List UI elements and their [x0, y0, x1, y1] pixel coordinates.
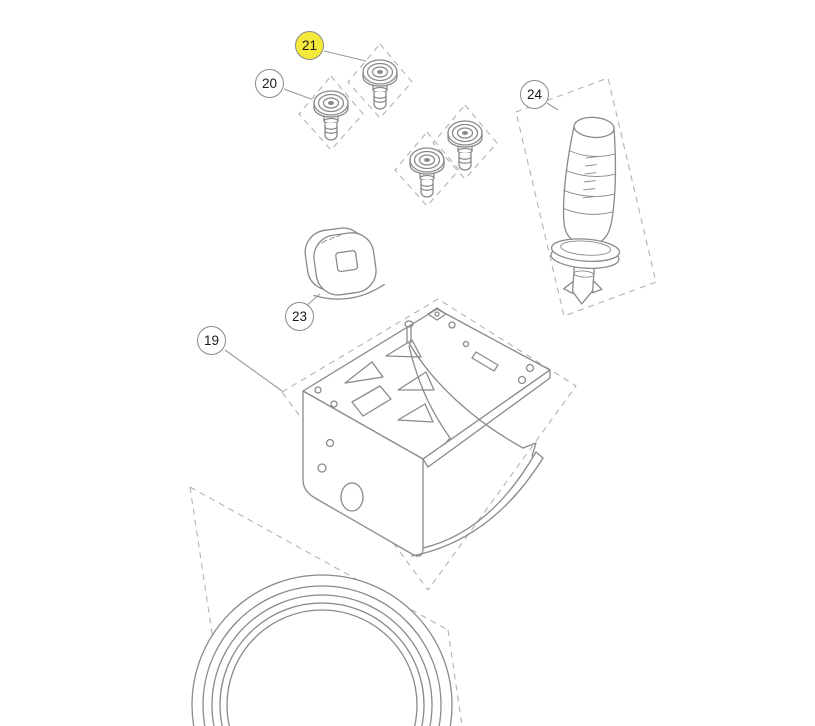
callout-23[interactable]: 23: [285, 302, 314, 331]
callout-20[interactable]: 20: [255, 69, 284, 98]
fastener-a-art: [409, 147, 445, 198]
dashed-box-fastener-21: [347, 43, 413, 119]
fastener-b-art: [447, 120, 483, 171]
dashed-box-fastener-b: [432, 104, 498, 180]
anchor-art-23: [304, 227, 385, 300]
fastener-21-art: [362, 59, 398, 110]
callout-21[interactable]: 21: [295, 31, 324, 60]
leader-line-20: [283, 88, 312, 100]
disc-art: [191, 574, 453, 726]
fastener-20-art: [313, 90, 349, 141]
dashed-box-bracket-19: [281, 298, 577, 591]
handle-art-24: [550, 116, 621, 305]
leader-line-24: [546, 102, 559, 111]
callout-24[interactable]: 24: [520, 80, 549, 109]
dashed-box-fastener-20: [298, 75, 364, 151]
dashed-box-fastener-a: [394, 131, 460, 207]
dashed-box-handle-24: [515, 77, 657, 317]
leader-line-19: [224, 349, 283, 392]
callout-19[interactable]: 19: [197, 326, 226, 355]
leader-line-21: [323, 50, 367, 62]
bracket-art-19: [302, 307, 551, 557]
